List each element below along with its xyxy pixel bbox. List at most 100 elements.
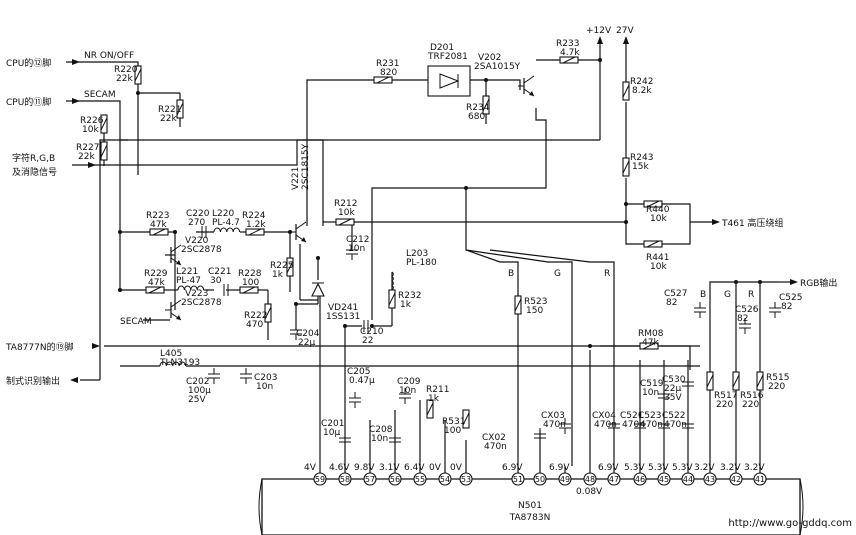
- resistor-value: 1k: [400, 300, 412, 310]
- inductor-ref: L220: [212, 209, 234, 219]
- resistor-value: 10k: [82, 125, 99, 135]
- d201-body: [427, 65, 471, 97]
- capacitor-ref: C209: [397, 377, 421, 387]
- resistor-value: 4.7k: [560, 48, 580, 58]
- ic-pin-44: 445.3V: [672, 463, 695, 486]
- resistor-value: 150: [526, 306, 543, 316]
- ic-pin-43: 433.2V: [694, 463, 717, 486]
- input-ta8777n: TA8777N的⑲脚: [5, 341, 74, 353]
- ic-part: TA8783N: [509, 513, 551, 523]
- resistor-value: 22k: [160, 114, 177, 124]
- capacitor-ref: C204: [296, 329, 320, 339]
- bus-label-g: G: [554, 269, 561, 279]
- ic-pin-51: 516.9V: [502, 463, 525, 486]
- pin-number: 59: [315, 475, 325, 484]
- pin-number: 57: [365, 475, 375, 484]
- resistor-ref: R531: [442, 417, 465, 427]
- inductor-coil: [159, 361, 187, 367]
- transistor-ref: V202: [478, 53, 501, 63]
- pin-voltage: 5.3V: [672, 463, 693, 473]
- inductor-coil: [213, 227, 241, 233]
- pin-number: 56: [390, 475, 400, 484]
- resistor-value: 47k: [148, 278, 165, 288]
- pin-circle: [388, 472, 402, 486]
- capacitor-ref: C526: [735, 305, 759, 315]
- capacitor-ref: C523: [638, 411, 661, 421]
- pin-number: 42: [731, 475, 741, 484]
- pin-circle: [338, 472, 352, 486]
- ic-pin-42: 42 3.2V: [720, 463, 743, 486]
- capacitor-value: 22μ: [298, 338, 315, 348]
- resistor-value: 22k: [78, 152, 95, 162]
- resistor-ref: R233: [556, 39, 579, 49]
- resistor-value: 1k: [428, 394, 440, 404]
- pin-number: 58: [340, 475, 350, 484]
- resistor-value: 47k: [642, 338, 659, 348]
- pin-voltage: 3.2V: [720, 463, 741, 473]
- capacitor-value: 0.47μ: [349, 376, 375, 386]
- capacitor-value: 470n: [640, 420, 663, 430]
- capacitor-value: 10n: [642, 388, 659, 398]
- resistor-ref: RM08: [638, 329, 664, 339]
- resistor-value: 470: [246, 320, 263, 330]
- resistor-value: 1.2k: [246, 220, 266, 230]
- inductor-coil: [177, 285, 205, 291]
- pin-circle: [753, 472, 767, 486]
- capacitor-value: 270: [188, 218, 205, 228]
- resistor-value: 100: [444, 426, 461, 436]
- output-rgb: RGB输出: [800, 277, 837, 289]
- capacitor-value: 82: [666, 298, 677, 308]
- resistor-value: 8.2k: [632, 86, 652, 96]
- resistor-ref: R223: [146, 211, 169, 221]
- capacitor-ref: C519: [640, 379, 664, 389]
- transistor-part: 2SC1815Y: [301, 143, 311, 190]
- pin-circle: [681, 472, 695, 486]
- website-url: http://www.go-gddq.com: [728, 518, 852, 529]
- pin-voltage: 3.2V: [744, 463, 765, 473]
- resistor-value: 10k: [338, 208, 355, 218]
- resistor-ref: R227: [76, 143, 99, 153]
- ic-pin-45: 455.3V: [648, 463, 671, 486]
- output-system-id: 制式识别输出: [6, 375, 60, 387]
- pin-number: 50: [535, 475, 545, 484]
- capacitor-voltage: 25V: [188, 395, 206, 405]
- transistor-ref: V220: [185, 236, 209, 246]
- resistor-ref: R222: [244, 311, 267, 321]
- input-cpu12-signal: NR ON/OFF: [84, 51, 134, 61]
- capacitor-value: 10n: [348, 244, 365, 254]
- rgb-out-label-g: G: [724, 290, 731, 300]
- resistor-value: 220: [716, 400, 733, 410]
- capacitor-value: 470n: [622, 420, 645, 430]
- inductor-value: PL-4.7: [212, 218, 240, 228]
- resistor-ref: R234: [466, 103, 490, 113]
- resistor-ref: R228: [238, 269, 262, 279]
- rgb-out-label-b: B: [700, 290, 706, 300]
- capacitor-ref: C221: [208, 267, 231, 277]
- inductor-value: PL-47: [176, 276, 201, 286]
- transistor-part: 2SC2878: [181, 245, 222, 255]
- ic-name: N501: [518, 501, 542, 511]
